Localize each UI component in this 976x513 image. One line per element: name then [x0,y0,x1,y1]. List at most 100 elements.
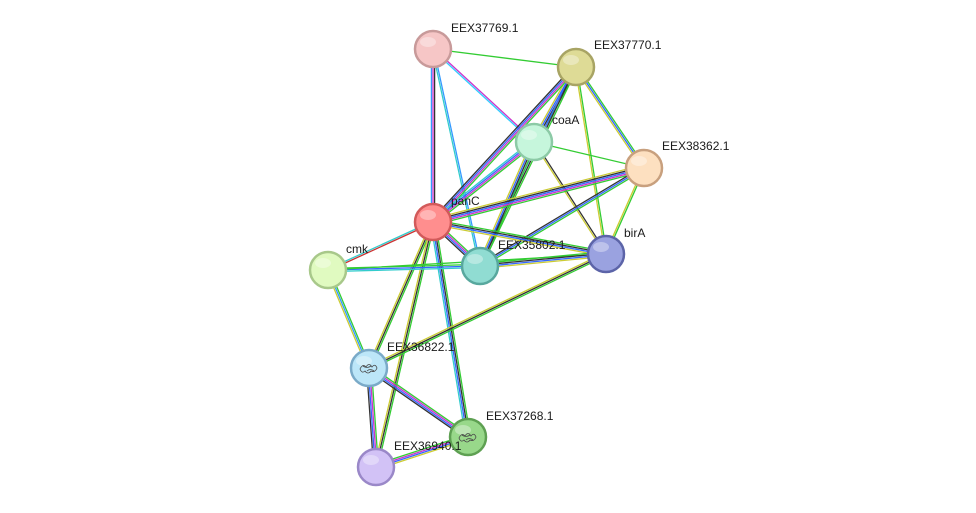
edge-eex37770-1-eex38362-1[interactable] [574,65,646,170]
node-highlight [631,156,647,166]
node-highlight [563,55,579,65]
node-label: EEX36822.1 [387,340,455,354]
node-label: birA [624,226,645,240]
edge-evidence-line [481,142,537,268]
edge-bira-eex36822-1[interactable] [367,251,608,371]
edge-evidence-line [574,67,644,170]
protein-structure-icon [458,433,477,443]
edge-evidence-line [367,251,606,368]
node-highlight [315,258,331,268]
node-eex36940-1[interactable]: EEX36940.1 [356,439,462,487]
node-eex37770-1[interactable]: EEX37770.1 [556,38,662,87]
edge-eex37769-1-panc[interactable] [430,48,436,223]
edge-evidence-line [480,168,646,269]
edge-evidence-line [432,167,645,223]
node-eex38362-1[interactable]: EEX38362.1 [624,139,730,188]
edge-eex37769-1-coaa[interactable] [431,47,536,144]
edge-eex37770-1-bira[interactable] [574,66,608,255]
node-circle[interactable] [556,47,596,87]
edge-panc-eex36822-1[interactable] [366,220,436,370]
node-label: EEX37770.1 [594,38,662,52]
node-highlight [356,356,372,366]
edge-evidence-line [432,141,536,224]
node-circle[interactable] [308,250,348,290]
node-eex35802-1[interactable]: EEX35802.1 [460,238,566,286]
edge-evidence-line [327,266,481,273]
edge-evidence-line [368,221,434,369]
edge-evidence-line [432,222,607,256]
edge-eex37770-1-panc[interactable] [430,64,579,225]
node-coaa[interactable]: coaA [514,113,579,162]
node-label: panC [451,194,480,208]
edge-evidence-line [479,254,607,268]
edge-eex36822-1-eex37268-1[interactable] [366,365,471,440]
edge-evidence-line [431,165,645,222]
edge-evidence-line [327,220,434,270]
node-circle[interactable] [514,122,554,162]
node-highlight [363,455,379,465]
node-label: EEX37769.1 [451,21,519,35]
edge-evidence-line [534,140,608,255]
node-label: EEX38362.1 [662,139,730,153]
edge-eex38362-1-panc[interactable] [431,164,646,226]
edge-evidence-line [366,369,468,440]
edge-evidence-line [433,170,646,226]
edge-evidence-line [327,265,481,271]
node-bira[interactable]: birA [586,226,645,274]
edge-evidence-line [479,167,645,267]
edge-panc-eex36940-1[interactable] [373,220,436,469]
edge-evidence-line [432,218,608,253]
node-highlight [521,130,537,140]
node-eex36822-1[interactable]: EEX36822.1 [349,340,455,388]
node-circle[interactable] [624,148,664,188]
edge-evidence-line [431,164,644,220]
edge-evidence-line [432,66,578,224]
node-label: EEX35802.1 [498,238,566,252]
node-highlight [467,254,483,264]
edge-evidence-line [430,139,534,221]
protein-structure-icon [359,364,378,374]
edge-evidence-line [576,65,646,168]
node-highlight [420,37,436,47]
edge-cmk-eex35802-1[interactable] [327,263,481,273]
edge-coaa-panc[interactable] [430,139,537,225]
node-eex37268-1[interactable]: EEX37268.1 [448,409,554,457]
node-circle[interactable] [349,348,389,388]
edge-evidence-line [369,221,436,370]
edge-evidence-line [576,66,608,255]
node-circle[interactable] [460,246,500,286]
edge-evidence-line [434,67,579,225]
edge-eex35802-1-bira[interactable] [479,250,607,270]
node-eex37769-1[interactable]: EEX37769.1 [413,21,519,69]
edge-evidence-line [532,141,606,256]
edge-evidence-line [368,366,470,437]
edge-evidence-line [327,222,434,272]
edge-evidence-line [369,365,471,436]
edge-evidence-line [376,221,436,469]
edge-evidence-line [430,64,575,222]
edge-evidence-line [478,165,644,266]
edge-evidence-line [479,252,607,266]
edge-evidence-line [431,223,607,258]
edge-panc-cmk[interactable] [327,220,434,272]
edge-evidence-line [431,140,535,223]
edge-coaa-bira[interactable] [532,140,608,256]
edge-panc-bira[interactable] [431,218,608,258]
edge-evidence-line [433,143,537,225]
edge-evidence-line [432,168,646,225]
node-circle[interactable] [413,202,453,242]
node-circle[interactable] [356,447,396,487]
edge-eex37769-1-eex37770-1[interactable] [432,48,577,68]
node-label: cmk [346,242,369,256]
node-panc[interactable]: panC [413,194,480,242]
node-circle[interactable] [586,234,626,274]
edge-evidence-line [327,263,481,270]
edge-evidence-line [366,220,433,369]
edge-eex38362-1-eex35802-1[interactable] [478,165,646,269]
node-label: EEX36940.1 [394,439,462,453]
node-highlight [593,242,609,252]
node-label: coaA [552,113,579,127]
node-cmk[interactable]: cmk [308,242,369,290]
node-circle[interactable] [448,417,488,457]
node-circle[interactable] [413,29,453,69]
